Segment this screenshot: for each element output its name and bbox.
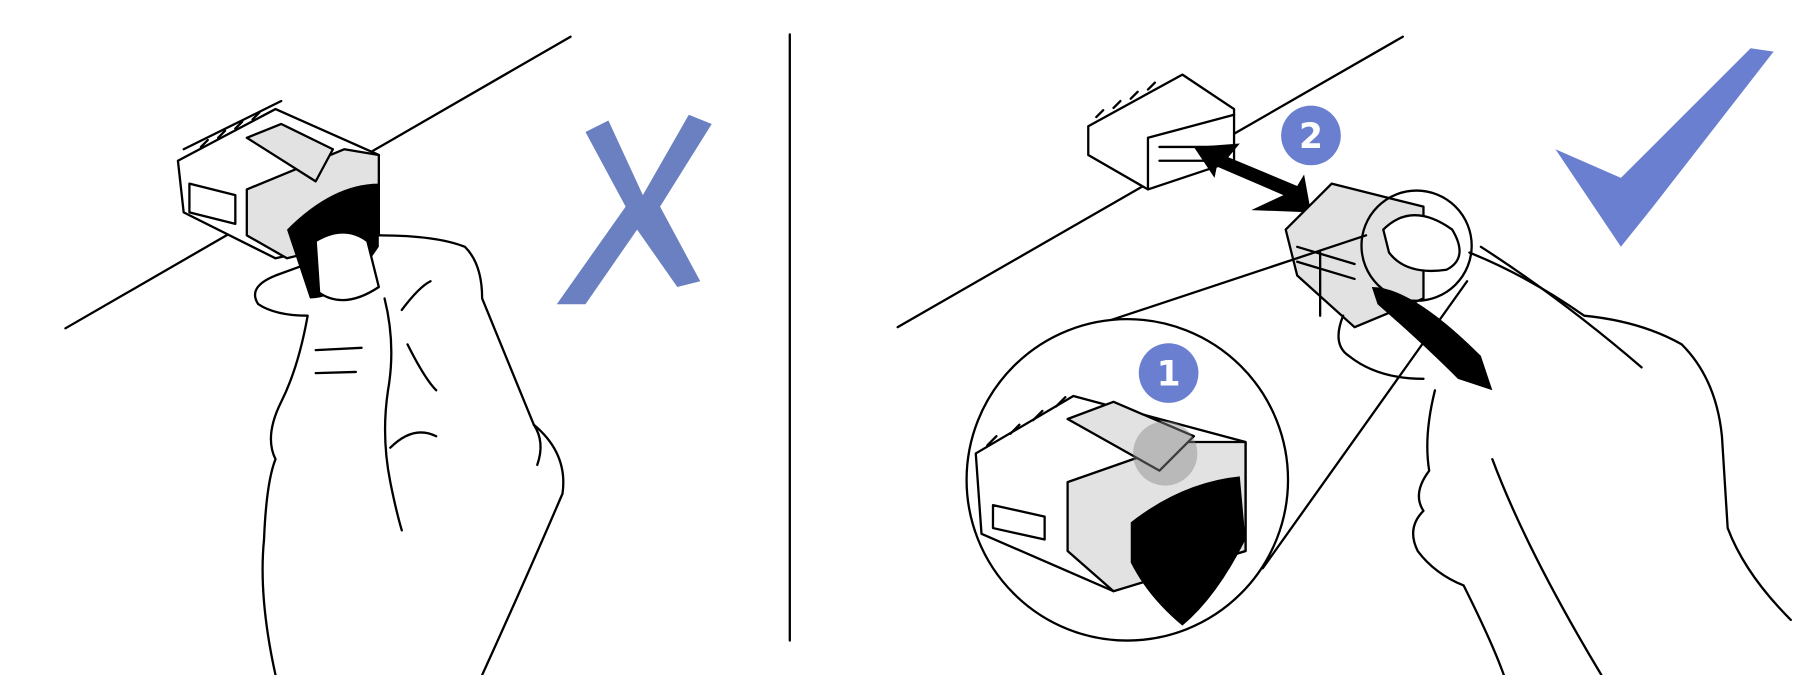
- checkmark-icon: [1555, 48, 1774, 247]
- step-badge-2: 2: [1281, 105, 1341, 166]
- magnified-detail: [965, 317, 1290, 642]
- incorrect-method-panel: [64, 35, 712, 675]
- step-1-label: 1: [1157, 355, 1181, 395]
- step-badge-1: 1: [1138, 343, 1199, 403]
- correct-method-panel: 2 1: [896, 35, 1792, 675]
- push-pull-arrow: [1193, 143, 1311, 213]
- hand: [1337, 214, 1792, 675]
- hand: [253, 183, 565, 675]
- cross-icon: [556, 114, 712, 305]
- magnifier-source-circle: [1360, 189, 1473, 302]
- step-2-label: 2: [1299, 117, 1323, 157]
